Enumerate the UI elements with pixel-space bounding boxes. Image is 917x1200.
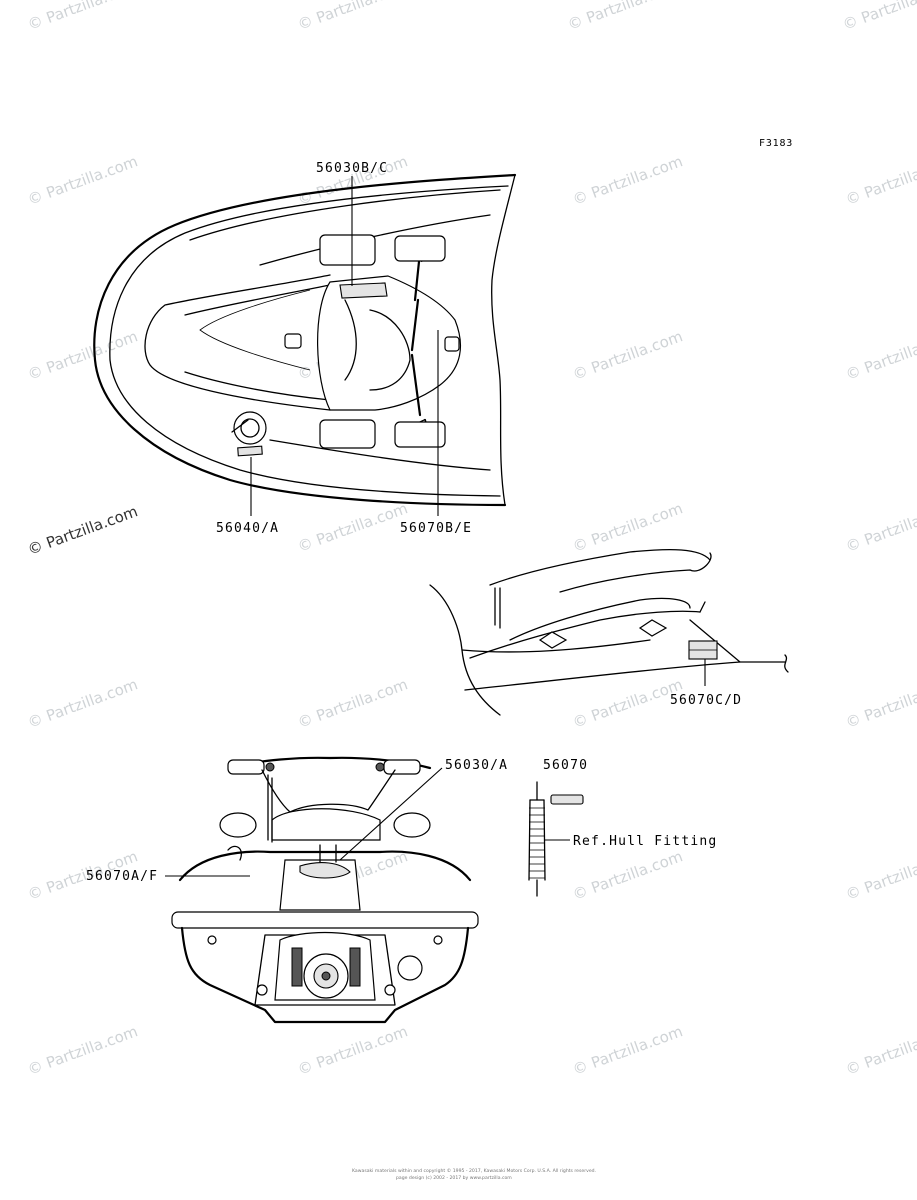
label-56070b-e: 56070B/E: [400, 521, 472, 536]
watermark: © Partzilla.com: [843, 152, 917, 209]
label-56030-a: 56030/A: [445, 758, 508, 773]
watermark: © Partzilla.com: [25, 1022, 140, 1079]
hull-fitting-illustration: [528, 781, 584, 897]
watermark: © Partzilla.com: [295, 0, 410, 34]
watermark: © Partzilla.com: [295, 499, 410, 556]
label-56030b-c: 56030B/C: [316, 161, 388, 176]
watermark: © Partzilla.com: [843, 1022, 917, 1079]
label-56070a-f: 56070A/F: [86, 869, 158, 884]
top-view-illustration: [93, 173, 517, 516]
watermark: © Partzilla.com: [840, 0, 917, 34]
watermark: © Partzilla.com: [295, 1022, 410, 1079]
watermark: © Partzilla.com: [565, 0, 680, 34]
label-ref-hull-fitting: Ref.Hull Fitting: [573, 834, 717, 849]
copyright-line-2: page design (c) 2002 - 2017 by www.partz…: [396, 1175, 512, 1181]
watermark: © Partzilla.com: [25, 152, 140, 209]
watermark: © Partzilla.com: [843, 499, 917, 556]
watermark: © Partzilla.com: [295, 675, 410, 732]
watermark: © Partzilla.com: [570, 152, 685, 209]
watermark: © Partzilla.com: [570, 847, 685, 904]
watermark: © Partzilla.com: [25, 0, 140, 34]
watermark: © Partzilla.com: [570, 327, 685, 384]
watermark: © Partzilla.com: [570, 499, 685, 556]
copyright-line-1: Kawasaki materials within and copyright …: [352, 1167, 596, 1174]
label-56070c-d: 56070C/D: [670, 693, 742, 708]
watermark: © Partzilla.com: [25, 675, 140, 732]
watermark: © Partzilla.com: [25, 327, 140, 384]
watermark-main: © Partzilla.com: [25, 502, 140, 559]
side-view-illustration: [429, 548, 789, 716]
watermark: © Partzilla.com: [843, 327, 917, 384]
label-56040-a: 56040/A: [216, 521, 279, 536]
figure-id: F3183: [759, 138, 793, 149]
watermark: © Partzilla.com: [570, 1022, 685, 1079]
rear-view-illustration: [165, 756, 479, 1024]
watermark: © Partzilla.com: [570, 675, 685, 732]
watermark: © Partzilla.com: [843, 675, 917, 732]
label-56070: 56070: [543, 758, 588, 773]
watermark: © Partzilla.com: [843, 847, 917, 904]
